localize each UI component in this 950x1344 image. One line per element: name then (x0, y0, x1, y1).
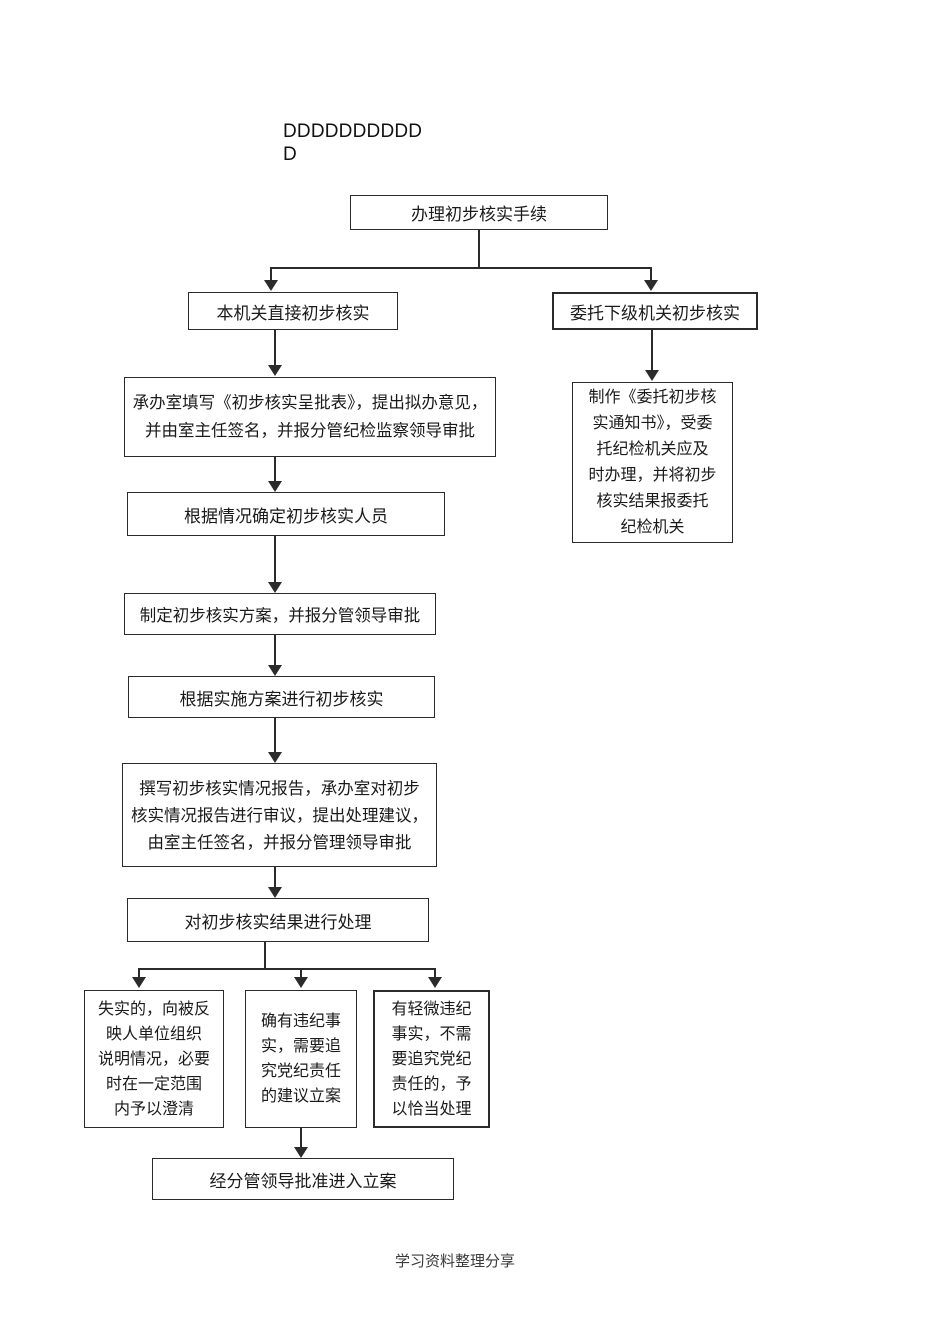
edge-start-to-self-drop (270, 267, 272, 281)
edge-start-stem (478, 230, 480, 268)
edge-violation-to-filecase-line (300, 1128, 302, 1148)
edge-start-to-delegate-arrow (644, 280, 658, 291)
edge-handle-to-false-drop (138, 968, 140, 978)
footer-text: 学习资料整理分享 (394, 1254, 515, 1270)
node-outcome-violation: 确有违纪事 实，需要追 究党纪责任 的建议立案 (245, 990, 357, 1128)
node-label: 对初步核实结果进行处理 (184, 912, 372, 932)
edge-fillform-to-staff-line (274, 457, 276, 481)
edge-fillform-to-staff-arrow (268, 481, 282, 492)
edge-report-to-handle-line (274, 867, 276, 887)
node-label: 根据实施方案进行初步核实 (179, 689, 384, 709)
node-delegate-lower-agency: 委托下级机关初步核实 (552, 292, 758, 330)
node-process-results: 对初步核实结果进行处理 (127, 898, 429, 942)
edge-violation-to-filecase-arrow (294, 1147, 308, 1158)
edge-start-to-self-arrow (264, 280, 278, 291)
node-label: 委托下级机关初步核实 (570, 303, 740, 323)
edge-handle-to-violation-arrow (294, 977, 308, 988)
edge-execute-to-report-line (274, 718, 276, 752)
edge-staff-to-plan-line (274, 536, 276, 582)
node-outcome-minor: 有轻微违纪 事实，不需 要追究党纪 责任的，予 以恰当处理 (373, 990, 490, 1128)
edge-handle-split-bar (138, 968, 436, 970)
node-fill-approval-form: 承办室填写《初步核实呈批表》，提出拟办意见， 并由室主任签名，并报分管纪检监察领… (124, 377, 496, 457)
node-assign-personnel: 根据情况确定初步核实人员 (127, 492, 445, 536)
node-start-procedure: 办理初步核实手续 (350, 195, 608, 230)
edge-handle-stem (264, 942, 266, 970)
page-footer: 学习资料整理分享 (0, 1250, 950, 1271)
node-label: 办理初步核实手续 (411, 205, 547, 224)
node-delegation-notice: 制作《委托初步核 实通知书》，受委 托纪检机关应及 时办理，并将初步 核实结果报… (572, 382, 733, 543)
node-label: 撰写初步核实情况报告，承办室对初步 核实情况报告进行审议，提出处理建议， 由室主… (131, 778, 428, 852)
node-self-agency-verification: 本机关直接初步核实 (188, 292, 398, 330)
edge-start-to-delegate-drop (650, 267, 652, 281)
edge-execute-to-report-arrow (268, 752, 282, 763)
edge-start-split-bar (270, 267, 652, 269)
edge-delegate-to-notice-arrow (645, 370, 659, 381)
edge-plan-to-execute-line (274, 635, 276, 665)
node-label: 制定初步核实方案，并报分管领导审批 (139, 606, 421, 625)
node-label: 有轻微违纪 事实，不需 要追究党纪 责任的，予 以恰当处理 (391, 1000, 472, 1118)
page-title: DDDDDDDDDD D (283, 121, 423, 165)
edge-delegate-to-notice-line (651, 330, 653, 370)
node-formulate-plan: 制定初步核实方案，并报分管领导审批 (124, 593, 436, 635)
edge-report-to-handle-arrow (268, 887, 282, 898)
node-write-report: 撰写初步核实情况报告，承办室对初步 核实情况报告进行审议，提出处理建议， 由室主… (122, 763, 437, 867)
node-label: 确有违纪事 实，需要追 究党纪责任 的建议立案 (260, 1013, 341, 1105)
node-open-case: 经分管领导批准进入立案 (152, 1158, 454, 1200)
edge-self-to-fillform-line (274, 330, 276, 365)
node-execute-plan: 根据实施方案进行初步核实 (128, 676, 435, 718)
edge-handle-to-minor-arrow (428, 977, 442, 988)
edge-handle-to-false-arrow (132, 977, 146, 988)
node-label: 制作《委托初步核 实通知书》，受委 托纪检机关应及 时办理，并将初步 核实结果报… (588, 388, 717, 536)
edge-staff-to-plan-arrow (268, 582, 282, 593)
node-label: 根据情况确定初步核实人员 (184, 506, 388, 526)
node-outcome-unfounded: 失实的，向被反 映人单位组织 说明情况，必要 时在一定范围 内予以澄清 (84, 990, 224, 1128)
edge-handle-to-minor-drop (434, 968, 436, 978)
node-label: 经分管领导批准进入立案 (209, 1171, 397, 1191)
node-label: 失实的，向被反 映人单位组织 说明情况，必要 时在一定范围 内予以澄清 (97, 1000, 210, 1118)
edge-handle-to-violation-drop (300, 968, 302, 978)
edge-self-to-fillform-arrow (268, 365, 282, 376)
edge-plan-to-execute-arrow (268, 665, 282, 676)
node-label: 承办室填写《初步核实呈批表》，提出拟办意见， 并由室主任签名，并报分管纪检监察领… (132, 393, 488, 440)
node-label: 本机关直接初步核实 (216, 303, 370, 323)
